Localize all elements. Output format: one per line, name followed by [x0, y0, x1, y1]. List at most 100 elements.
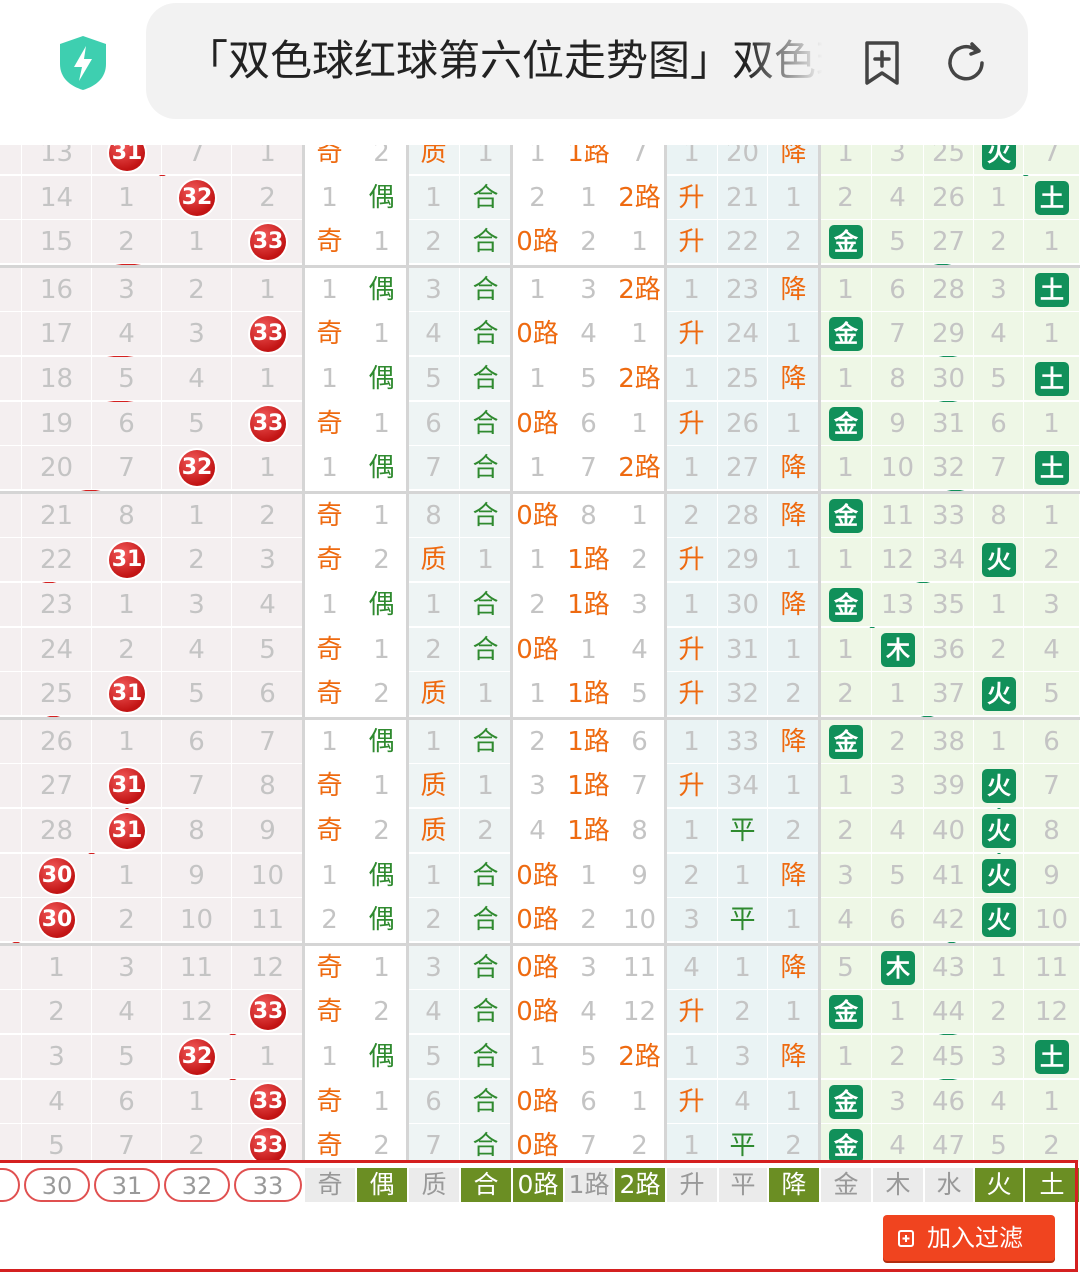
element-marker: 火 [982, 814, 1016, 848]
filter-option[interactable]: 水 [925, 1168, 973, 1202]
grid-cell: 1 [666, 809, 718, 853]
grid-cell: 1 [92, 719, 162, 764]
grid-cell: 5 [92, 357, 162, 401]
grid-cell: 降 [768, 945, 820, 990]
shield-bolt-icon[interactable] [56, 34, 110, 92]
grid-cell: 2 [872, 719, 924, 764]
bookmark-add-icon[interactable] [858, 39, 906, 87]
grid-cell: 25 [718, 357, 768, 401]
filter-option[interactable]: 升 [667, 1168, 717, 1202]
grid-cell-partial [0, 1035, 22, 1079]
grid-cell: 28 [924, 267, 974, 312]
grid-cell: 2路 [614, 267, 666, 312]
grid-cell: 奇 [304, 764, 356, 809]
add-to-filter-button[interactable]: 加入过滤 [883, 1215, 1055, 1261]
grid-cell: 8 [872, 357, 924, 401]
grid-cell: 1 [666, 357, 718, 401]
filter-option[interactable]: 火 [975, 1168, 1023, 1202]
grid-cell: 升 [666, 175, 718, 220]
grid-cell-partial [0, 357, 22, 401]
grid-cell: 10 [162, 898, 232, 943]
grid-cell: 1 [512, 267, 564, 312]
grid-cell: 34 [924, 538, 974, 583]
grid-cell: 7 [872, 312, 924, 357]
grid-cell: 8 [92, 493, 162, 538]
filter-option[interactable]: 合 [461, 1168, 511, 1202]
grid-cell: 3 [666, 898, 718, 943]
grid-cell: 1 [1024, 312, 1080, 357]
grid-cell: 1 [232, 267, 304, 312]
grid-cell: 1 [820, 446, 872, 491]
filter-option[interactable]: 金 [821, 1168, 871, 1202]
grid-cell: 2 [820, 672, 872, 717]
grid-cell: 降 [768, 719, 820, 764]
filter-option[interactable]: 平 [719, 1168, 767, 1202]
grid-cell: 1 [718, 853, 768, 898]
grid-cell: 2路 [614, 1035, 666, 1079]
grid-cell: 32 [718, 672, 768, 717]
filter-option[interactable]: 偶 [357, 1168, 407, 1202]
grid-cell: 2 [718, 990, 768, 1035]
grid-cell: 1 [974, 583, 1024, 627]
grid-cell-partial [0, 945, 22, 990]
grid-cell: 5 [872, 853, 924, 898]
filter-option[interactable]: 质 [409, 1168, 459, 1202]
grid-cell: 降 [768, 357, 820, 401]
row-group-separator [0, 264, 1080, 268]
grid-cell: 1路 [564, 672, 614, 717]
grid-cell: 1 [232, 145, 304, 175]
grid-cell: 43 [924, 945, 974, 990]
grid-cell: 5 [408, 1035, 460, 1079]
number-pill[interactable]: 33 [234, 1168, 302, 1202]
number-pill[interactable]: 32 [164, 1168, 230, 1202]
grid-cell: 升 [666, 672, 718, 717]
grid-cell: 1 [614, 220, 666, 265]
grid-cell: 偶 [356, 357, 408, 401]
grid-cell: 奇 [304, 401, 356, 446]
grid-cell: 奇 [304, 493, 356, 538]
grid-cell: 升 [666, 764, 718, 809]
grid-cell: 20 [718, 145, 768, 175]
grid-cell-partial [0, 898, 22, 943]
grid-cell: 1 [666, 446, 718, 491]
reload-icon[interactable] [942, 39, 990, 87]
grid-cell: 13 [22, 145, 92, 175]
url-title[interactable]: 「双色球红球第六位走势图」双色球 [186, 36, 826, 85]
url-fade [746, 23, 836, 99]
filter-option[interactable]: 1路 [565, 1168, 613, 1202]
grid-cell: 38 [924, 719, 974, 764]
grid-cell: 2 [1024, 538, 1080, 583]
grid-cell: 2 [974, 627, 1024, 672]
grid-cell: 8 [162, 809, 232, 853]
grid-cell: 1 [872, 990, 924, 1035]
grid-cell: 1 [356, 401, 408, 446]
filter-option[interactable]: 土 [1025, 1168, 1079, 1202]
grid-cell: 24 [22, 627, 92, 672]
grid-cell: 29 [924, 312, 974, 357]
filter-option[interactable]: 0路 [513, 1168, 563, 1202]
grid-cell: 2 [614, 538, 666, 583]
grid-cell: 8 [1024, 809, 1080, 853]
address-bar[interactable]: 「双色球红球第六位走势图」双色球 [146, 3, 1028, 119]
grid-cell: 3 [872, 764, 924, 809]
grid-cell: 2 [512, 175, 564, 220]
grid-cell: 奇 [304, 220, 356, 265]
grid-cell-partial [0, 493, 22, 538]
element-marker: 金 [829, 317, 863, 352]
filter-option[interactable]: 奇 [305, 1168, 355, 1202]
number-pill[interactable]: 31 [94, 1168, 160, 1202]
grid-cell: 2 [22, 990, 92, 1035]
grid-cell: 19 [22, 401, 92, 446]
filter-option[interactable]: 2路 [615, 1168, 665, 1202]
grid-cell-partial [0, 267, 22, 312]
grid-cell: 1 [92, 175, 162, 220]
filter-option[interactable]: 木 [873, 1168, 923, 1202]
filter-option[interactable]: 降 [769, 1168, 819, 1202]
grid-cell: 升 [666, 401, 718, 446]
grid-cell: 1 [232, 1035, 304, 1079]
number-pill[interactable]: 30 [24, 1168, 90, 1202]
grid-cell: 6 [614, 719, 666, 764]
grid-cell: 11 [614, 945, 666, 990]
grid-cell: 24 [718, 312, 768, 357]
